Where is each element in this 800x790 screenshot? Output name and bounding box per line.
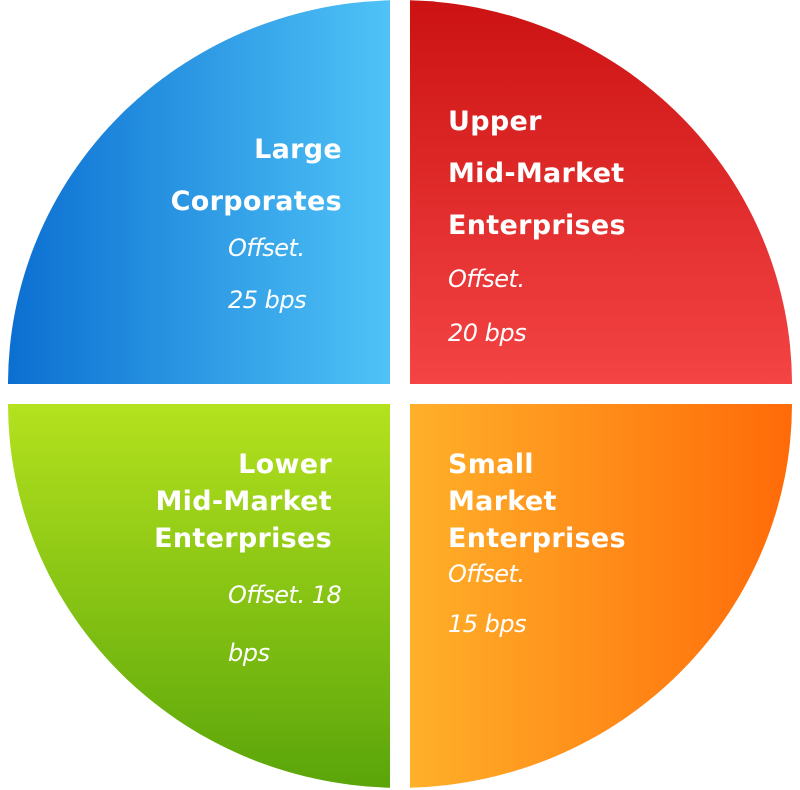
name-line: Lower [238,449,332,480]
offset-value: 20 bps [448,319,527,347]
offset-value: 25 bps [228,286,307,314]
name-line: Enterprises [448,523,626,554]
name-line: Market [448,486,557,517]
segment-name: Large Corporates [171,124,342,228]
offset-value: 15 bps [448,610,527,638]
segment-small-market [410,404,792,788]
name-line: Enterprises [448,210,626,241]
offset-value: bps [228,639,270,667]
offset-large-corporates: Offset. 25 bps [228,222,307,326]
name-line: Large [254,134,342,165]
name-line: Mid-Market [448,158,625,189]
offset-label: Offset. [448,265,525,293]
label-small-market: Small Market Enterprises Offset. 15 bps [448,446,626,649]
offset-label: Offset. [448,560,525,588]
name-line: Enterprises [154,523,332,554]
label-lower-mid-market: Lower Mid-Market Enterprises [154,446,332,557]
name-line: Upper [448,106,542,137]
offset-label: Offset. [228,234,305,262]
name-line: Mid-Market [155,486,332,517]
offset-lower-mid-market: Offset. 18 bps [228,566,342,682]
label-upper-mid-market: Upper Mid-Market Enterprises Offset. 20 … [448,96,626,360]
segment-large-corporates [8,0,390,385]
name-line: Corporates [170,186,342,217]
segment-name: Lower Mid-Market Enterprises [154,446,332,557]
offset-label: Offset. 18 [228,581,342,609]
segment-upper-mid-market [410,0,792,385]
segment-lower-mid-market [8,404,390,788]
label-large-corporates: Large Corporates [171,124,342,228]
segment-name: Upper Mid-Market Enterprises [448,96,626,252]
name-line: Small [448,449,534,480]
segment-name: Small Market Enterprises [448,446,626,557]
